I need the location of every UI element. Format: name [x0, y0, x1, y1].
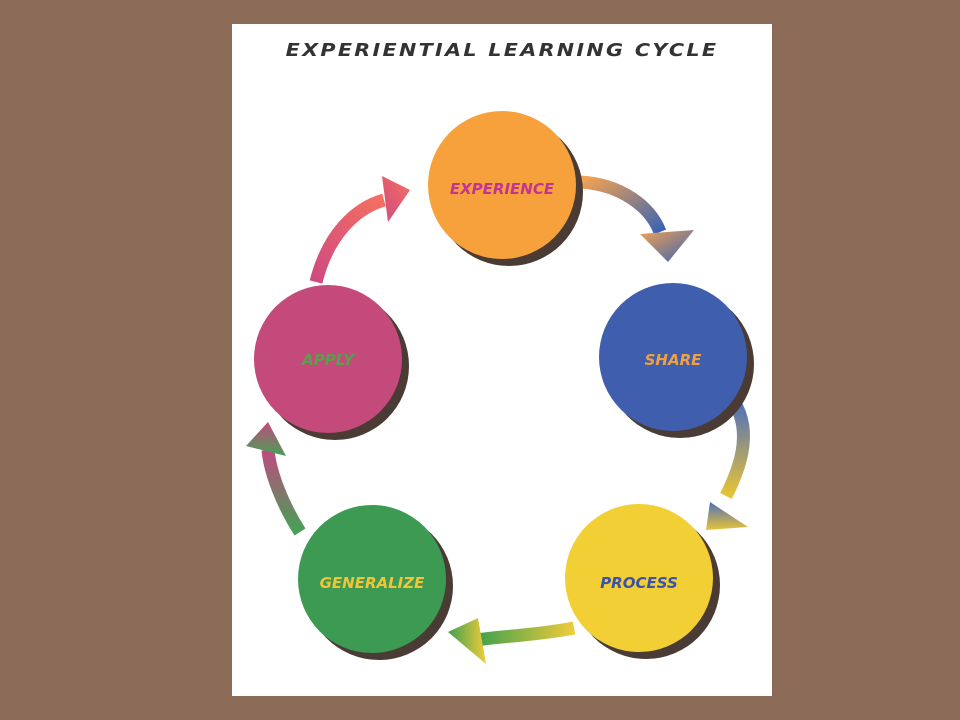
- node-label: SHARE: [645, 351, 703, 369]
- node-circle: [565, 504, 713, 652]
- node-apply: APPLY: [254, 285, 409, 440]
- node-process: PROCESS: [565, 504, 720, 659]
- node-label: EXPERIENCE: [450, 180, 555, 198]
- node-label: APPLY: [301, 351, 356, 369]
- diagram-title: EXPERIENTIAL LEARNING CYCLE: [285, 40, 719, 61]
- node-label: PROCESS: [600, 574, 678, 592]
- node-circle: [298, 505, 446, 653]
- arrow-process-to-generalize: [448, 618, 576, 664]
- arrow-experience-to-share: [579, 175, 694, 262]
- arrow-apply-to-experience: [309, 176, 410, 284]
- arrow-generalize-to-apply: [246, 422, 306, 536]
- node-experience: EXPERIENCE: [428, 111, 583, 266]
- node-share: SHARE: [599, 283, 754, 438]
- arrow-share-to-process: [706, 398, 750, 530]
- diagram-card: EXPERIENTIAL LEARNING CYCLE: [232, 24, 772, 696]
- node-circle: [254, 285, 402, 433]
- node-generalize: GENERALIZE: [298, 505, 453, 660]
- node-label: GENERALIZE: [320, 574, 426, 592]
- node-circle: [599, 283, 747, 431]
- node-circle: [428, 111, 576, 259]
- cycle-diagram: EXPERIENCE SHARE PROCESS GENERALIZE APPL…: [246, 111, 754, 664]
